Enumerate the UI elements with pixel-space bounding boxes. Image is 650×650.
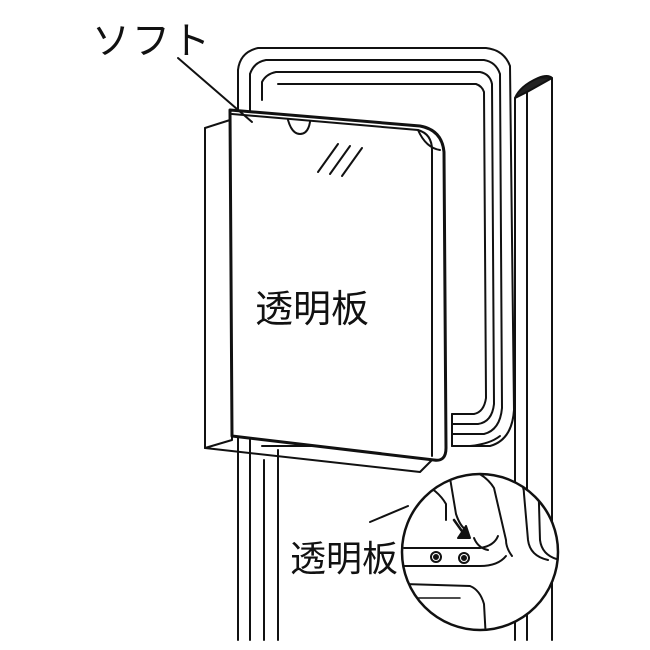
detail-circle <box>400 472 560 632</box>
detail-panel-label: 透明板 <box>290 539 399 580</box>
transparent-panel-label: 透明板 <box>255 287 370 331</box>
transparent-panel <box>228 108 448 462</box>
soft-leader-line <box>177 57 253 123</box>
transparent-panel-back <box>204 119 433 473</box>
detail-leader-line <box>369 505 409 523</box>
soft-label: ソフト <box>92 19 213 63</box>
